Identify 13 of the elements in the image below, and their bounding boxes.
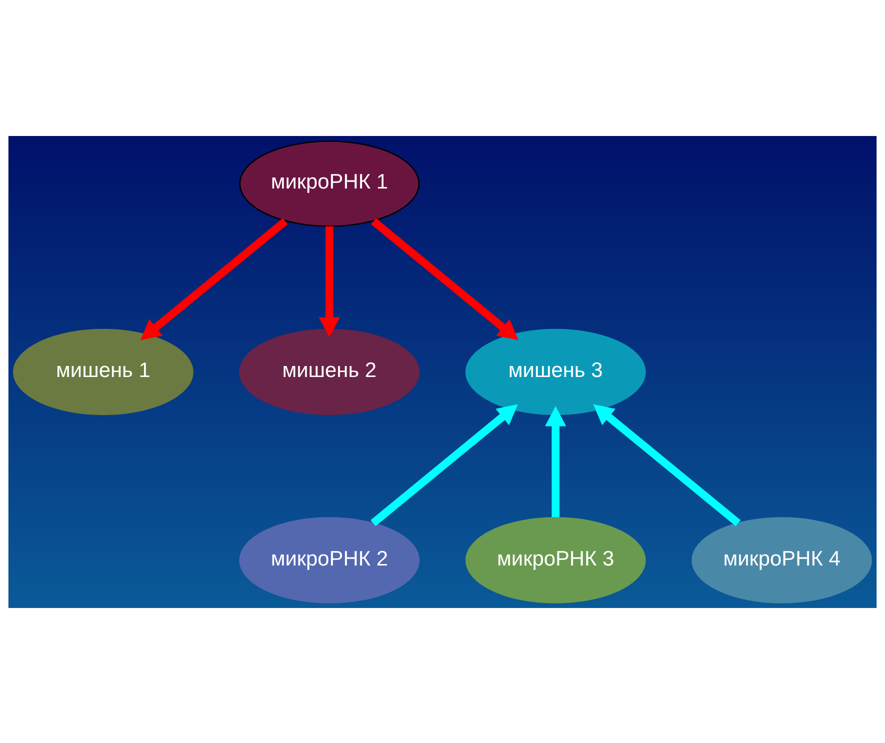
node-ellipse: микроРНК 4: [692, 516, 872, 603]
arrow: [318, 226, 340, 337]
arrow: [593, 404, 741, 526]
node-ellipse: мишень 1: [13, 328, 194, 415]
node-ellipse: микроРНК 3: [465, 516, 646, 603]
node-ellipse: мишень 3: [465, 328, 646, 415]
arrow: [545, 406, 566, 517]
arrow: [370, 404, 518, 526]
arrow: [140, 218, 288, 340]
node-ellipse: микроРНК 2: [239, 516, 420, 603]
node-ellipse: микроРНК 1: [239, 140, 420, 226]
node-ellipse: мишень 2: [239, 328, 420, 415]
arrow: [371, 218, 518, 340]
